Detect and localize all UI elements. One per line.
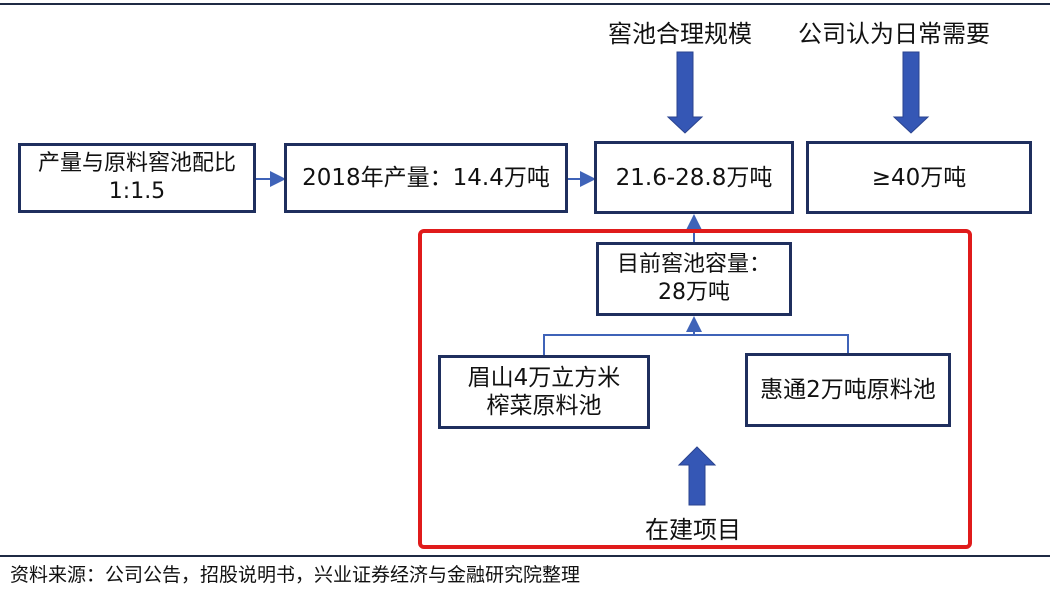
label-reasonable-scale: 窖池合理规模 xyxy=(608,20,752,48)
box-huitong: 惠通2万吨原料池 xyxy=(745,353,951,427)
box-meishan: 眉山4万立方米 榨菜原料池 xyxy=(438,355,650,429)
bottom-rule xyxy=(0,555,1050,557)
bracket-projects-to-current xyxy=(543,334,849,355)
label-company-need: 公司认为日常需要 xyxy=(798,20,990,48)
label-under-construction: 在建项目 xyxy=(645,516,741,544)
top-rule xyxy=(0,3,1050,5)
big-arrow-up-construction xyxy=(677,446,717,506)
big-arrow-down-need xyxy=(892,51,930,134)
box-ratio: 产量与原料窖池配比 1:1.5 xyxy=(18,143,256,213)
box-current-line2: 28万吨 xyxy=(657,280,730,305)
box-daily-need: ≥40万吨 xyxy=(806,141,1032,214)
box-ratio-line1: 产量与原料窖池配比 xyxy=(37,151,236,176)
box-ratio-line2: 1:1.5 xyxy=(108,179,166,204)
box-meishan-line2: 榨菜原料池 xyxy=(486,393,602,419)
box-current-line1: 目前窖池容量： xyxy=(616,252,771,277)
box-meishan-line1: 眉山4万立方米 xyxy=(467,365,621,391)
box-reasonable-text: 21.6-28.8万吨 xyxy=(615,164,773,191)
source-note: 资料来源：公司公告，招股说明书，兴业证券经济与金融研究院整理 xyxy=(10,564,581,586)
box-output-2018: 2018年产量：14.4万吨 xyxy=(284,143,568,213)
box-output-2018-text: 2018年产量：14.4万吨 xyxy=(302,165,550,191)
box-reasonable-scale: 21.6-28.8万吨 xyxy=(594,141,794,214)
big-arrow-down-reasonable xyxy=(666,51,704,134)
under-construction-highlight xyxy=(418,229,972,549)
box-daily-text: ≥40万吨 xyxy=(871,164,967,191)
box-current-capacity: 目前窖池容量： 28万吨 xyxy=(596,242,792,316)
box-huitong-text: 惠通2万吨原料池 xyxy=(760,377,936,403)
